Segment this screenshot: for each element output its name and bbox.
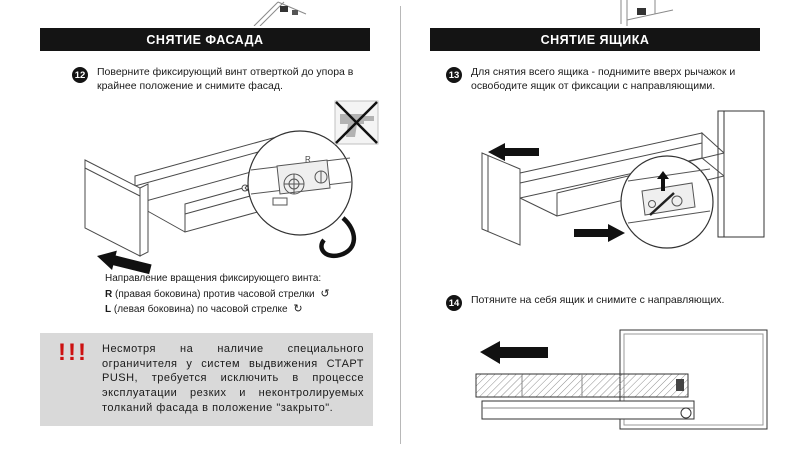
push-arrow [574, 224, 625, 242]
warning-exclamation-marks: !!! [58, 339, 88, 366]
warning-box: !!! Несмотря на наличие специального огр… [40, 333, 373, 426]
no-power-tool-icon [334, 100, 379, 145]
step-14: 14 Потяните на себя ящик и снимите с нап… [446, 294, 761, 311]
rotation-l-text: (левая боковина) по часовой стрелке [113, 304, 288, 315]
pull-out-illustration [475, 329, 768, 430]
rotation-directions: Направление вращения фиксирующего винта:… [105, 272, 330, 318]
step-13-number: 13 [446, 67, 462, 83]
magnifier-lever-detail [620, 155, 714, 249]
counterclockwise-icon: ↺ [320, 287, 330, 300]
cropped-fragment-left-icon [253, 1, 307, 26]
lift-lever-arrow [657, 171, 669, 191]
cropped-fragment-right-icon [620, 0, 674, 26]
screwdriver-hook-icon [319, 216, 357, 259]
remove-direction-arrow [97, 250, 152, 275]
drawer-wireframe [481, 131, 725, 246]
pull-direction-arrow [480, 341, 548, 364]
rotation-r-label: R [105, 288, 113, 300]
step-12: 12 Поверните фиксирующий винт отверткой … [72, 66, 384, 93]
section-header-drawer: СНЯТИЕ ЯЩИКА [430, 28, 760, 51]
step-13: 13 Для снятия всего ящика - поднимите вв… [446, 66, 754, 93]
step-12-number: 12 [72, 67, 88, 83]
drawer-wireframe [84, 135, 331, 257]
column-divider [400, 6, 401, 444]
section-header-facade: СНЯТИЕ ФАСАДА [40, 28, 370, 51]
drawer-unlock-illustration [481, 110, 765, 249]
rotation-r-text: (правая боковина) против часовой стрелки [115, 288, 315, 300]
screw-r-label: R [305, 155, 311, 164]
pull-arrow [488, 143, 539, 161]
facade-removal-illustration: R [84, 100, 379, 275]
rail-assembly [475, 373, 695, 420]
clockwise-icon: ↻ [293, 303, 303, 315]
step-14-number: 14 [446, 295, 462, 311]
rotation-r-line: R (правая боковина) против часовой стрел… [105, 287, 330, 303]
rotation-l-label: L [105, 304, 112, 315]
step-14-text: Потяните на себя ящик и снимите с направ… [471, 294, 725, 306]
magnifier-screw-detail: R [247, 130, 357, 259]
rotation-title: Направление вращения фиксирующего винта: [105, 273, 322, 284]
warning-text: Несмотря на наличие специального огранич… [102, 343, 364, 414]
rotation-l-line: L (левая боковина) по часовой стрелке ↻ [105, 302, 330, 318]
cabinet-panel [717, 110, 765, 238]
step-13-text: Для снятия всего ящика - поднимите вверх… [471, 66, 736, 92]
step-12-text: Поверните фиксирующий винт отверткой до … [97, 66, 354, 92]
